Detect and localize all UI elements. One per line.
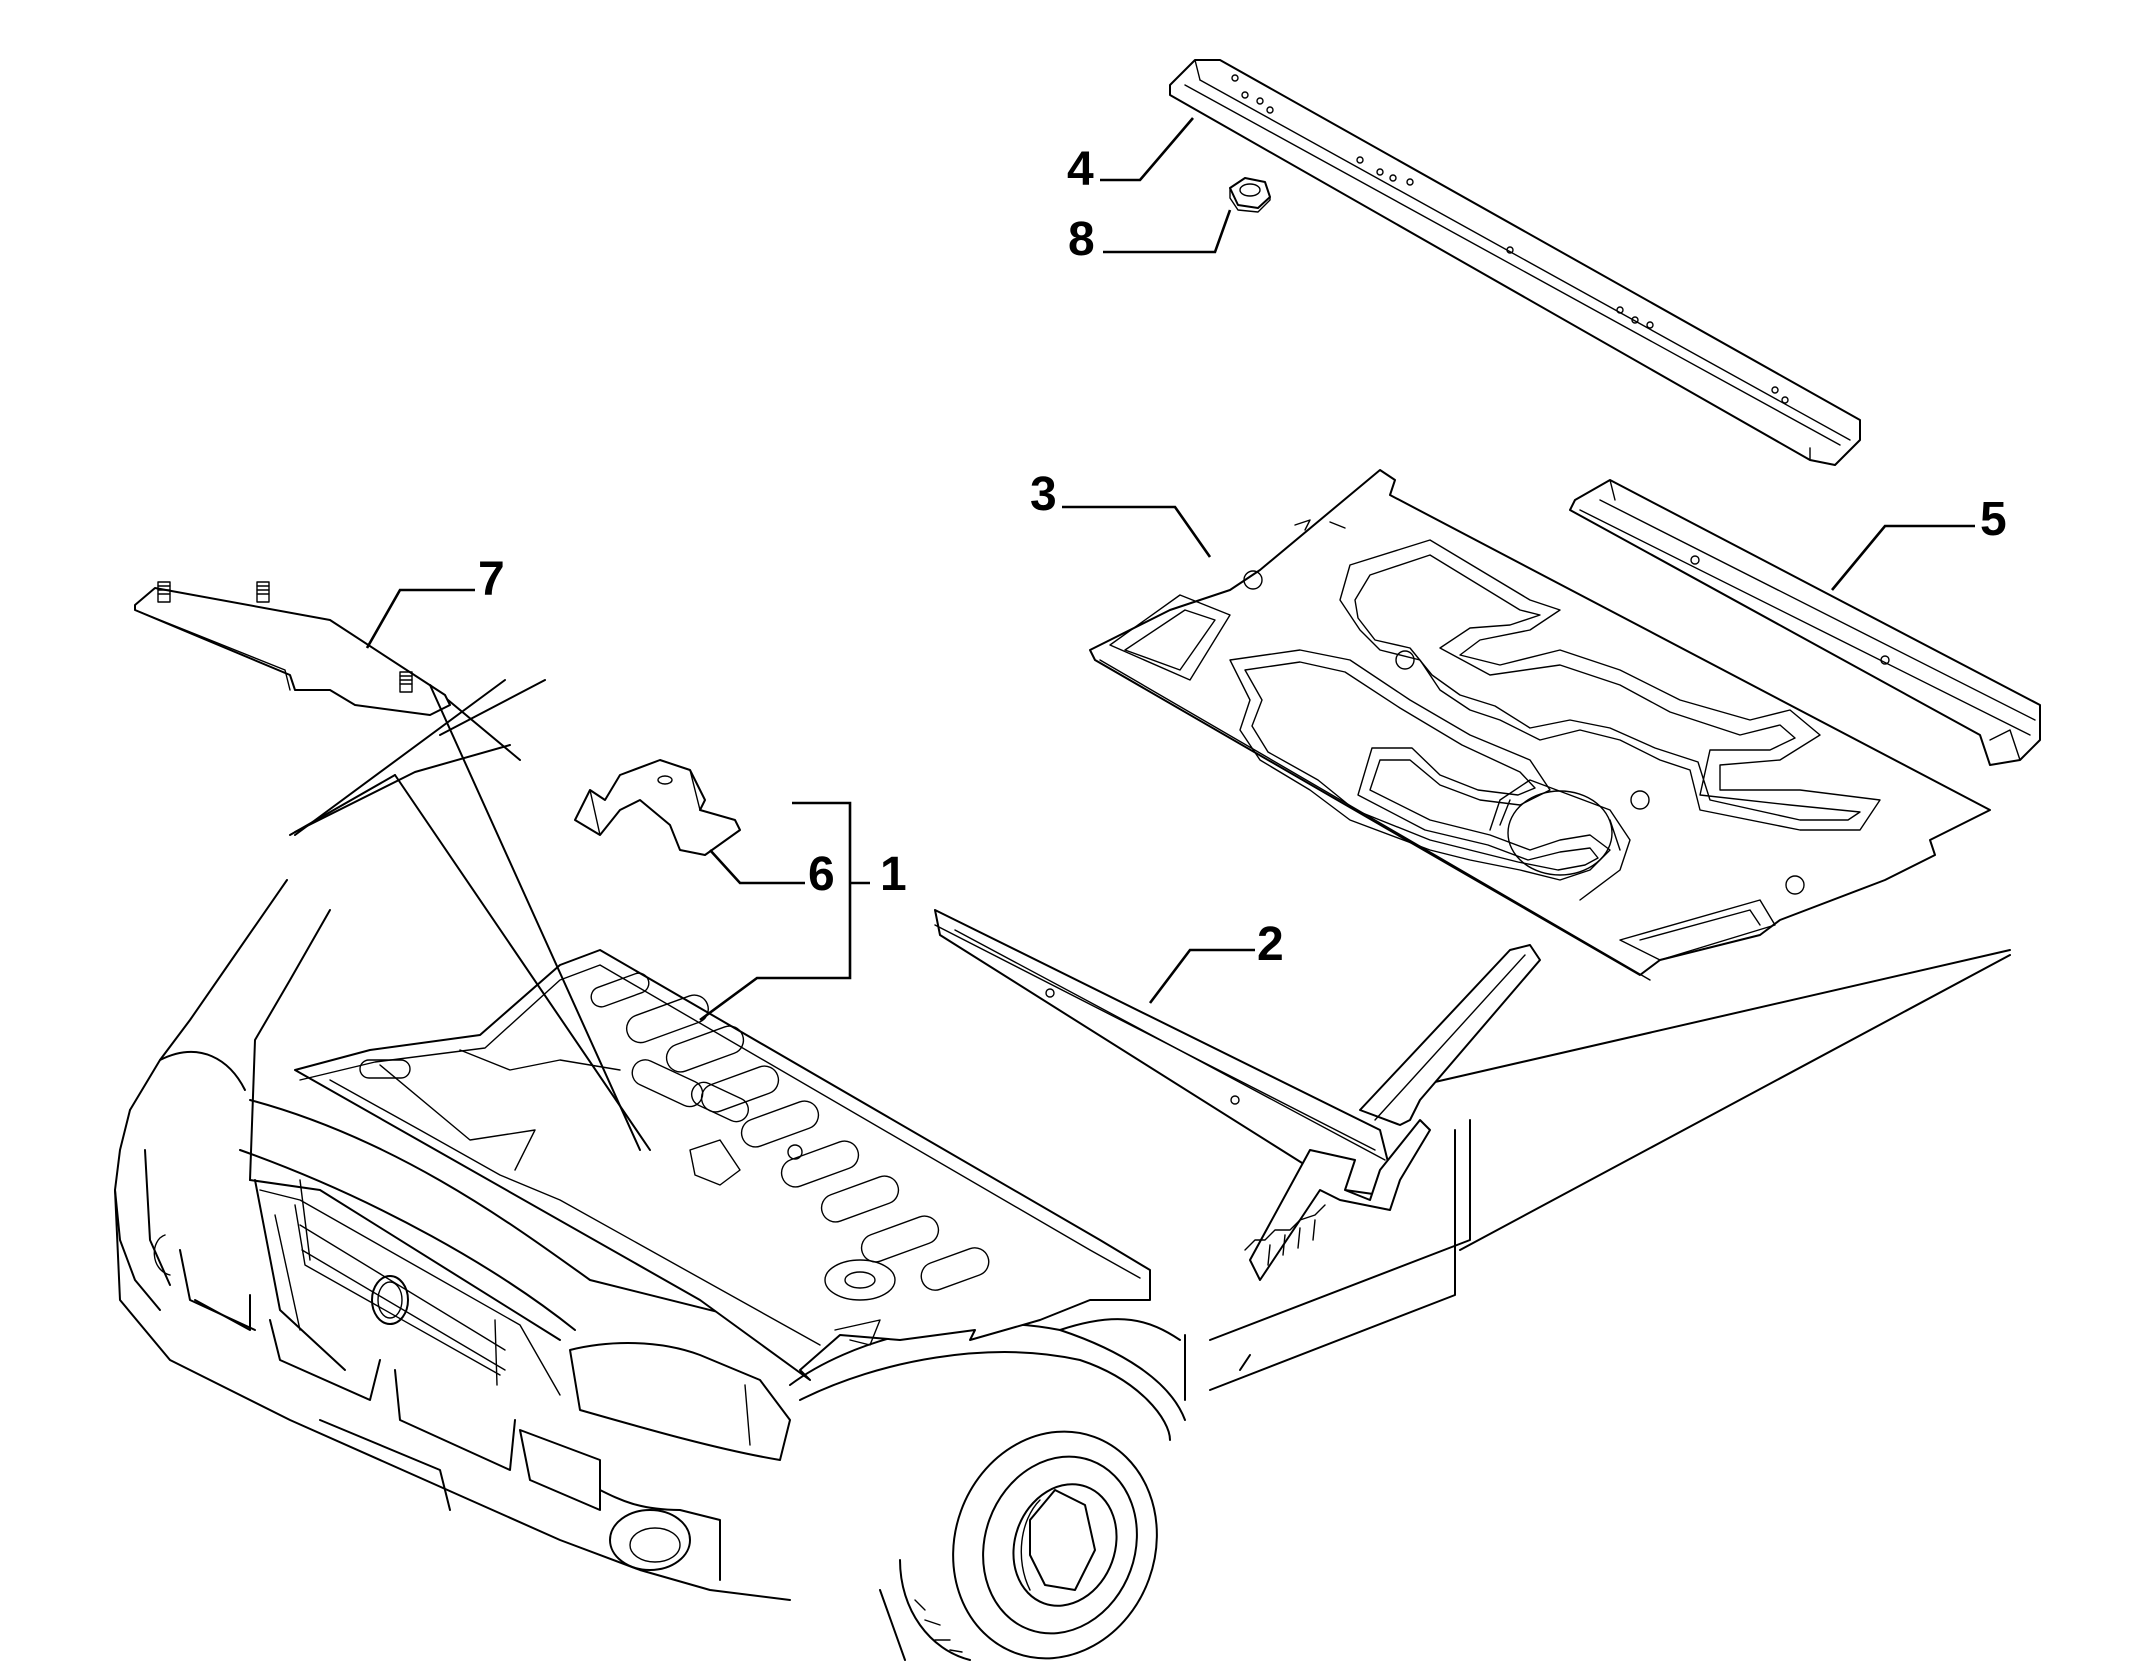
callout-3: 3 — [1030, 468, 1057, 521]
stud — [256, 581, 270, 603]
callout-2: 2 — [1257, 918, 1284, 971]
bracket — [574, 759, 741, 856]
stud — [157, 581, 171, 603]
callout-8: 8 — [1068, 213, 1095, 266]
stud-plate — [134, 581, 451, 716]
center-floor-rail — [934, 909, 1541, 1281]
callout-7: 7 — [478, 553, 505, 606]
projection-lines — [289, 679, 651, 1151]
car-body — [114, 684, 2011, 1661]
hex-nut — [1229, 177, 1271, 213]
callout-4: 4 — [1067, 143, 1094, 196]
callout-6: 6 — [808, 848, 835, 901]
front-floor-panel — [294, 949, 1151, 1381]
crossmember — [1169, 59, 1861, 466]
rear-floor-rail — [1569, 479, 2041, 766]
callout-5: 5 — [1980, 493, 2007, 546]
stud — [399, 671, 413, 693]
callout-1: 1 — [880, 848, 907, 901]
callout-leaders — [365, 117, 1975, 1022]
rear-floor-panel — [1089, 469, 1991, 981]
